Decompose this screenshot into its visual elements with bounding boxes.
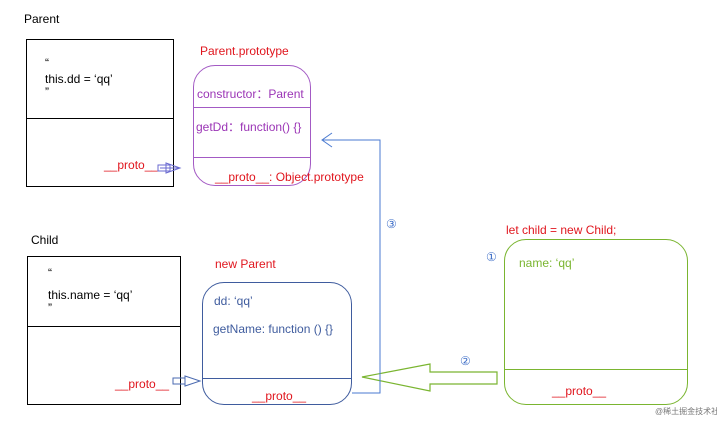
parent-prototype-divider-2: [193, 157, 311, 158]
child-close-quote: ”: [48, 301, 52, 315]
step-three-marker: ③: [386, 217, 397, 231]
child-instance-title: let child = new Child;: [506, 223, 617, 237]
parent-constructor-box: [26, 39, 174, 187]
child-instance-box: [504, 239, 688, 405]
parent-prototype-method: getDd：function() {}: [196, 120, 302, 134]
child-title: Child: [31, 233, 59, 247]
new-parent-box: [202, 282, 352, 405]
new-parent-title: new Parent: [215, 257, 276, 271]
parent-prototype-title: Parent.prototype: [200, 44, 289, 58]
parent-close-quote: ”: [45, 85, 49, 99]
parent-prototype-constructor: constructor：Parent: [197, 87, 304, 101]
child-proto-label: __proto__: [115, 377, 170, 391]
parent-proto-label: __proto__: [104, 158, 159, 172]
parent-box-divider: [26, 118, 174, 119]
child-instance-prop: name: ‘qq’: [519, 256, 575, 270]
child-open-quote: “: [48, 266, 52, 280]
new-parent-method: getName: function () {}: [213, 322, 334, 336]
parent-prototype-proto: __proto__: Object.prototype: [215, 170, 364, 184]
instance-to-new-parent-arrow: [361, 363, 498, 392]
parent-proto-arrow: [157, 162, 182, 174]
child-instance-divider: [504, 369, 688, 370]
child-proto-arrow: [172, 375, 202, 387]
new-parent-prop: dd: ‘qq’: [214, 294, 253, 308]
parent-open-quote: “: [45, 56, 49, 70]
child-constructor-box: [27, 256, 181, 405]
parent-body-text: this.dd = ‘qq’: [45, 72, 113, 86]
watermark: @稀土掘金技术社区: [655, 407, 717, 416]
parent-prototype-divider-1: [193, 107, 311, 108]
child-instance-proto: __proto__: [552, 384, 607, 398]
new-parent-proto: __proto__: [252, 389, 307, 403]
parent-title: Parent: [24, 12, 60, 26]
step-one-marker: ①: [486, 250, 497, 264]
child-box-divider: [27, 326, 181, 327]
step-two-marker: ②: [460, 354, 471, 368]
child-body-text: this.name = ‘qq’: [48, 288, 133, 302]
new-parent-to-prototype-arrow: [321, 132, 381, 394]
parent-prototype-box: [193, 65, 311, 186]
new-parent-divider: [202, 378, 352, 379]
